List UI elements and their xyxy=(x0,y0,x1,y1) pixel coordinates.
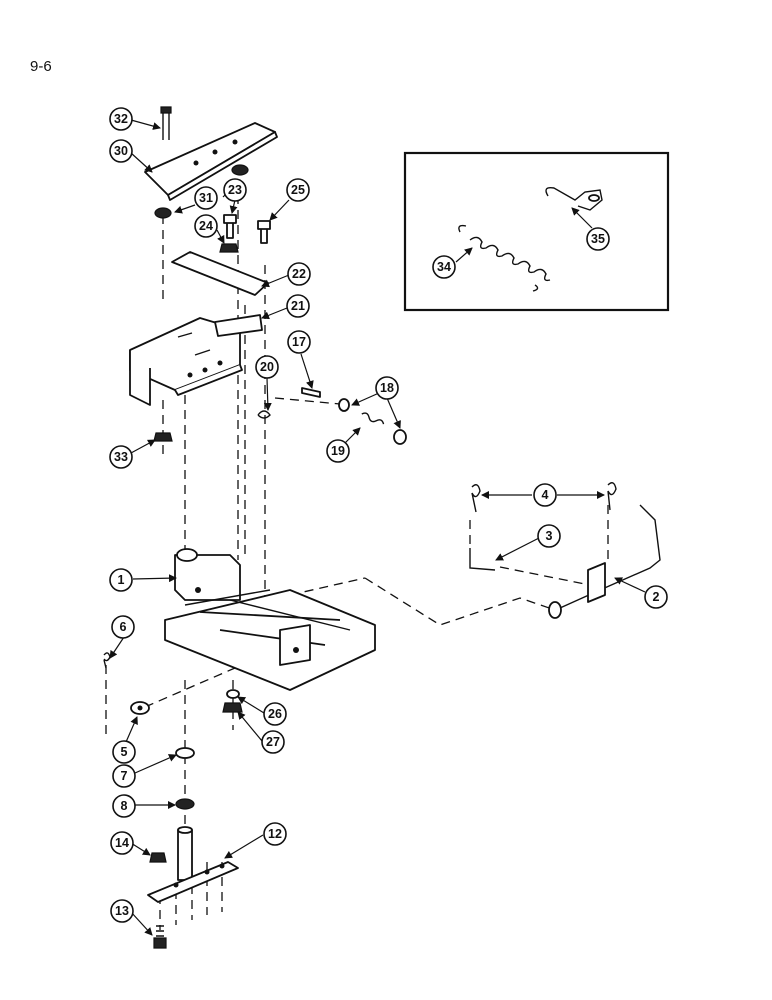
callout-label: 33 xyxy=(114,450,128,464)
callout-label: 4 xyxy=(542,488,549,502)
callout-18: 18 xyxy=(375,376,399,400)
callout-label: 23 xyxy=(228,183,242,197)
inset-hook xyxy=(545,186,603,211)
callout-21: 21 xyxy=(286,294,310,318)
callout-label: 34 xyxy=(437,260,451,274)
callout-12: 12 xyxy=(263,822,287,846)
callout-27: 27 xyxy=(261,730,285,754)
spindle-plate xyxy=(147,826,239,903)
control-lever xyxy=(548,504,661,619)
callout-32: 32 xyxy=(109,107,133,131)
callout-label: 1 xyxy=(118,573,125,587)
callout-label: 30 xyxy=(114,144,128,158)
callout-31: 31 xyxy=(194,186,218,210)
callout-22: 22 xyxy=(287,262,311,286)
callout-label: 24 xyxy=(199,219,213,233)
callout-label: 8 xyxy=(121,799,128,813)
callout-5: 5 xyxy=(112,740,136,764)
callout-26: 26 xyxy=(263,702,287,726)
callout-label: 14 xyxy=(115,836,129,850)
callout-label: 2 xyxy=(653,590,660,604)
callout-1: 1 xyxy=(109,568,133,592)
callout-label: 6 xyxy=(120,620,127,634)
swivel-bracket xyxy=(129,314,263,406)
callout-33: 33 xyxy=(109,445,133,469)
callout-17: 17 xyxy=(287,330,311,354)
callout-label: 7 xyxy=(121,769,128,783)
mount-plate xyxy=(171,251,269,296)
top-plate xyxy=(144,106,278,201)
page-reference: 9-6 xyxy=(30,58,52,75)
callout-label: 25 xyxy=(291,183,305,197)
callout-label: 21 xyxy=(291,299,305,313)
callout-23: 23 xyxy=(223,178,247,202)
callout-label: 26 xyxy=(268,707,282,721)
detail-inset-box xyxy=(403,151,670,312)
main-frame xyxy=(164,548,376,691)
callout-label: 5 xyxy=(121,745,128,759)
callout-label: 22 xyxy=(292,267,306,281)
inset-spring xyxy=(458,224,551,292)
callout-24: 24 xyxy=(194,214,218,238)
callout-8: 8 xyxy=(112,794,136,818)
callout-2: 2 xyxy=(644,585,668,609)
callout-label: 20 xyxy=(260,360,274,374)
callout-14: 14 xyxy=(110,831,134,855)
callout-20: 20 xyxy=(255,355,279,379)
callout-label: 27 xyxy=(266,735,280,749)
callout-label: 3 xyxy=(546,529,553,543)
callout-25: 25 xyxy=(286,178,310,202)
callout-34: 34 xyxy=(432,255,456,279)
callout-label: 18 xyxy=(380,381,394,395)
callout-13: 13 xyxy=(110,899,134,923)
callout-7: 7 xyxy=(112,764,136,788)
callout-30: 30 xyxy=(109,139,133,163)
callout-19: 19 xyxy=(326,439,350,463)
callout-6: 6 xyxy=(111,615,135,639)
callout-3: 3 xyxy=(537,524,561,548)
callout-label: 32 xyxy=(114,112,128,126)
callout-4: 4 xyxy=(533,483,557,507)
callout-label: 35 xyxy=(591,232,605,246)
callout-label: 19 xyxy=(331,444,345,458)
callout-label: 13 xyxy=(115,904,129,918)
callout-label: 17 xyxy=(292,335,306,349)
callout-label: 12 xyxy=(268,827,282,841)
callout-label: 31 xyxy=(199,191,213,205)
callout-35: 35 xyxy=(586,227,610,251)
